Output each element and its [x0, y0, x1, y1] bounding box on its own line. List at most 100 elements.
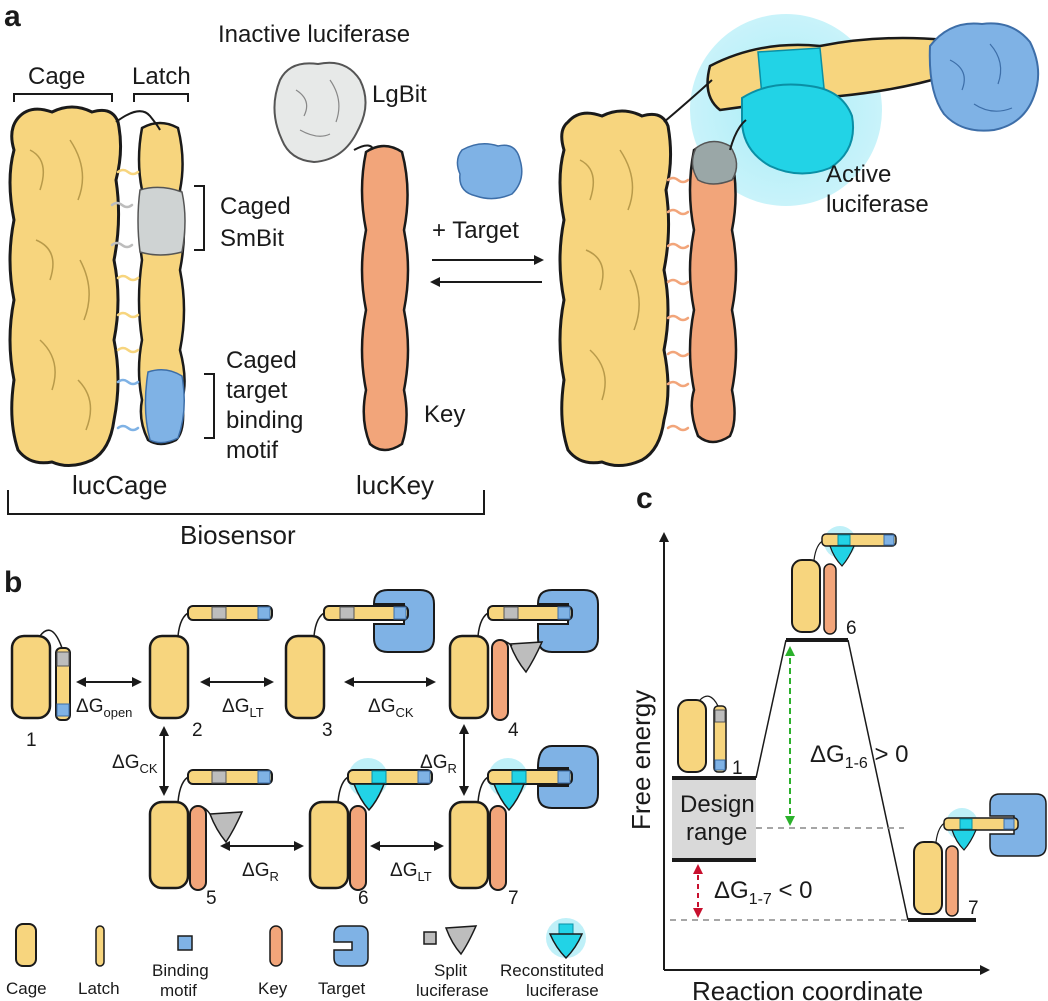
panel-a-label: a [4, 0, 21, 33]
key-protein [360, 144, 410, 452]
state-5-label: 5 [206, 888, 217, 909]
design-range-line2: range [686, 819, 747, 846]
legend-target-swatch [333, 925, 369, 967]
luckey-label: lucKey [356, 470, 434, 500]
state-6 [308, 758, 433, 891]
legend-binding-line2: motif [160, 981, 197, 1000]
panel-c-state-7-icon [913, 793, 1047, 917]
y-axis-label: Free energy [626, 690, 656, 830]
dg-open-label: ΔGopen [76, 696, 132, 720]
right-lgbit-active [741, 83, 854, 175]
caged-target-line4: motif [226, 437, 278, 464]
legend-latch-swatch [95, 925, 105, 967]
legend-reconstituted-line1: Reconstituted [500, 961, 604, 980]
right-cage-protein [558, 109, 673, 467]
caged-smbit-region [137, 186, 186, 256]
legend-split-line2: luciferase [416, 981, 489, 1000]
interface-squiggles-left [110, 168, 140, 432]
panel-b-label: b [4, 566, 22, 599]
state-7-label: 7 [508, 888, 519, 909]
caged-target-line2: target [226, 377, 288, 404]
biosensor-bracket [7, 490, 485, 515]
path-6-7 [847, 639, 909, 921]
legend-latch: Latch [78, 979, 120, 998]
dg17-label: ΔG1-7 < 0 [714, 877, 813, 908]
caged-smbit-line1: Caged [220, 193, 291, 220]
legend-binding-line1: Binding [152, 961, 209, 980]
dg-lt-label-1: ΔGLT [222, 696, 264, 720]
luccage-label: lucCage [72, 470, 167, 500]
design-range-box [672, 778, 756, 860]
dg-ck-label-1: ΔGCK [368, 696, 414, 720]
dg16-label: ΔG1-6 > 0 [810, 741, 909, 772]
right-linker-2 [729, 119, 747, 151]
interface-squiggles-right [666, 176, 690, 432]
panel-c-state-6-label: 6 [846, 618, 857, 639]
dg-r-label-2: ΔGR [242, 860, 279, 884]
state-1 [10, 629, 71, 721]
right-smbit-segment [757, 47, 825, 97]
right-target-texture [949, 43, 1013, 112]
design-range-line1: Design [680, 791, 755, 818]
biosensor-label: Biosensor [180, 520, 296, 550]
state-4-label: 4 [508, 720, 519, 741]
cage-protein [8, 105, 123, 467]
binding-bracket [204, 373, 215, 439]
right-key-protein [688, 142, 738, 444]
cage-latch-linker [115, 110, 161, 131]
active-luciferase-line1: Active [826, 161, 891, 188]
caged-smbit-line2: SmBit [220, 225, 284, 252]
right-smbit-region [691, 140, 738, 185]
right-cage-texture [579, 149, 640, 401]
state-2 [148, 605, 273, 720]
lgbit-label: LgBit [372, 81, 427, 108]
panel-c-state-1-label: 1 [732, 758, 743, 779]
state-3 [284, 589, 435, 720]
legend-cage: Cage [6, 979, 47, 998]
state-1-label: 1 [26, 730, 37, 751]
legend-cage-swatch [15, 923, 37, 967]
caged-target-line3: binding [226, 407, 303, 434]
caged-binding-motif-region [144, 369, 185, 444]
right-linker-1 [663, 79, 713, 123]
right-target-protein [928, 22, 1040, 132]
lgbit-texture [295, 79, 340, 137]
legend-reconstituted-swatch [548, 933, 584, 960]
plus-target-label: + Target [432, 217, 519, 244]
state-4 [448, 589, 599, 721]
panel-c-state-1-icon [677, 695, 727, 773]
lgbit-protein [273, 61, 367, 164]
state-2-label: 2 [192, 720, 203, 741]
dg-ck-label-2: ΔGCK [112, 752, 158, 776]
key-label: Key [424, 401, 465, 428]
cage-bracket [13, 93, 113, 102]
cage-label: Cage [28, 63, 85, 90]
target-protein [456, 143, 523, 200]
legend-binding-swatch [177, 935, 193, 951]
dg-r-label-1: ΔGR [420, 752, 457, 776]
legend-key-swatch [269, 925, 283, 967]
panel-c-state-6-icon [791, 526, 897, 635]
legend-target: Target [318, 979, 366, 998]
panel-c-label: c [636, 482, 653, 515]
x-axis-label: Reaction coordinate [692, 976, 923, 1001]
legend-split-line1: Split [434, 961, 467, 980]
latch-label: Latch [132, 63, 191, 90]
legend-key: Key [258, 979, 288, 998]
active-luciferase-line2: luciferase [826, 191, 929, 218]
state-6-label: 6 [358, 888, 369, 909]
caged-target-line1: Caged [226, 347, 297, 374]
state-3-label: 3 [322, 720, 333, 741]
path-1-6 [755, 639, 787, 779]
state-5 [148, 769, 273, 891]
panel-c-state-7-label: 7 [968, 898, 979, 919]
legend-split-large-swatch [444, 925, 478, 956]
state-7 [448, 745, 599, 891]
smbit-bracket [194, 185, 205, 251]
legend: Cage Latch Binding motif Key Target Spli… [6, 918, 604, 1000]
legend-split-small-swatch [423, 931, 437, 945]
legend-reconstituted-small [558, 923, 574, 935]
dg-lt-label-2: ΔGLT [390, 860, 432, 884]
legend-reconstituted-line2: luciferase [526, 981, 599, 1000]
